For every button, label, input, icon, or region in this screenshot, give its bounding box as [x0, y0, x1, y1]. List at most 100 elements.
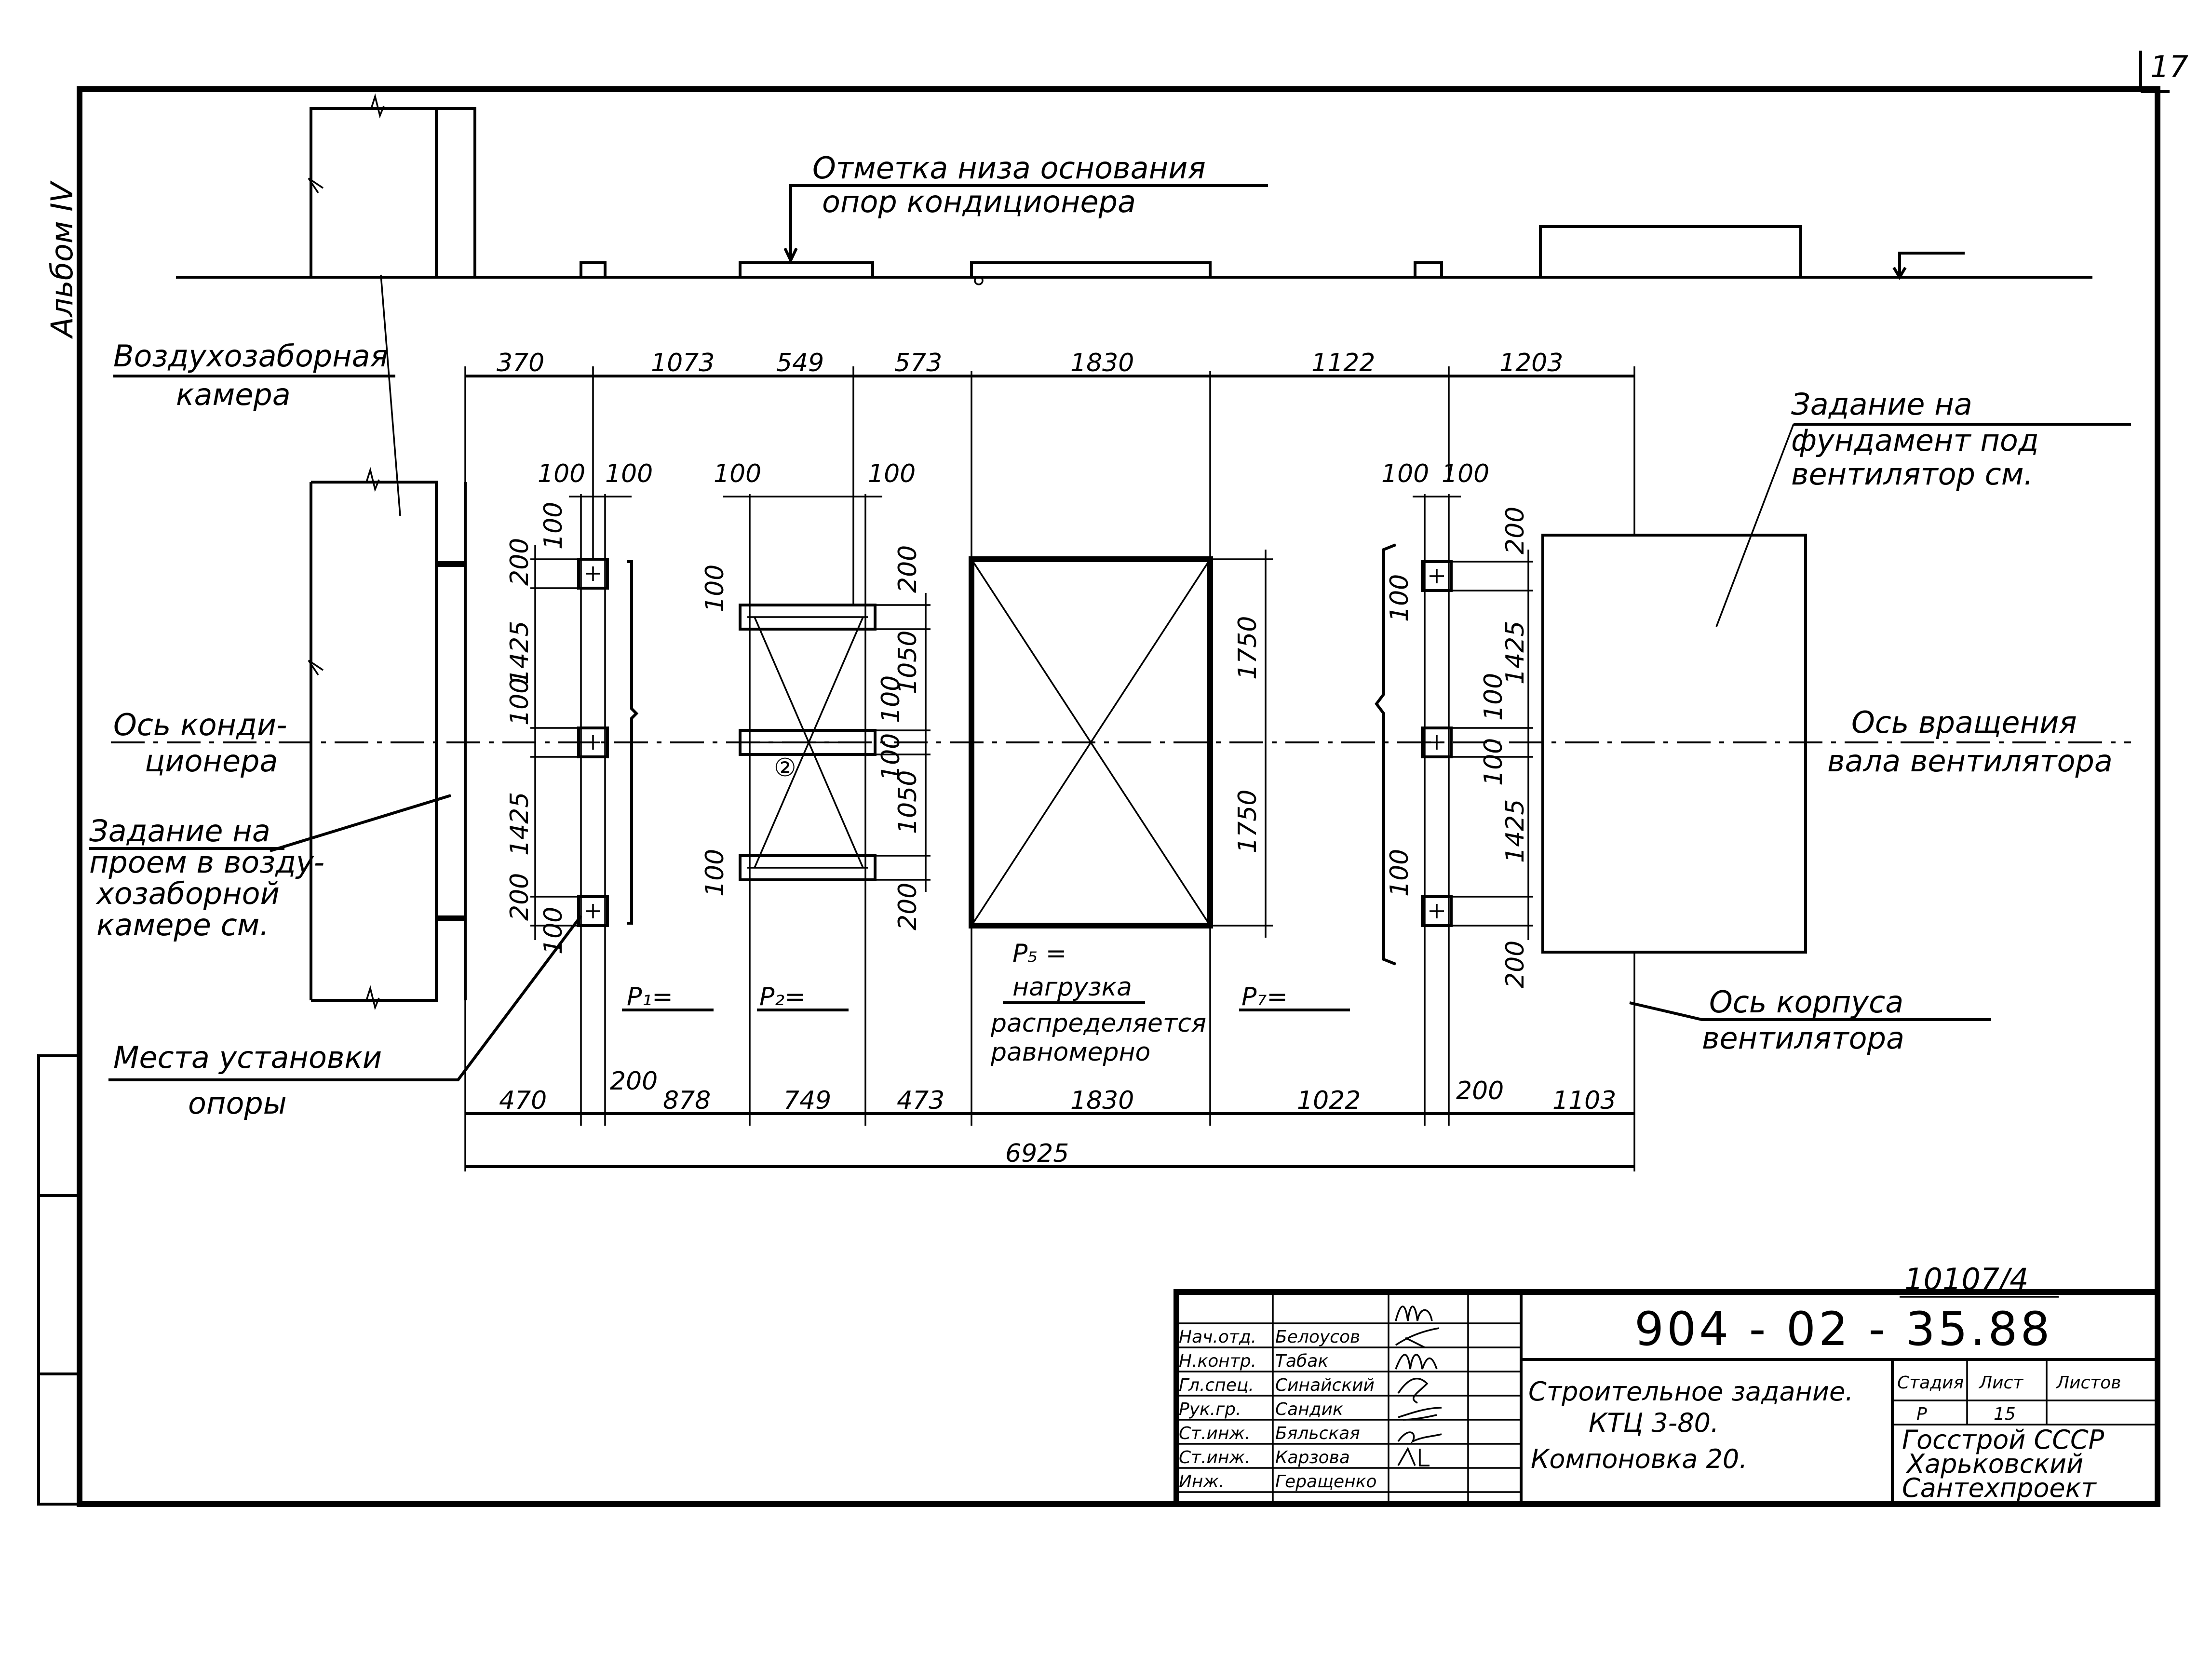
dim-vb-100-mid-bot: 100 — [877, 733, 905, 781]
dim-bot-1830: 1830 — [1070, 1086, 1134, 1115]
dim-v1-200-top: 200 — [505, 538, 534, 586]
org-line2: Харьковский — [1905, 1449, 2083, 1479]
dim-v7-1425-top: 1425 — [1501, 621, 1530, 685]
support-column-1 — [577, 494, 639, 1126]
dim-v1-100-bot: 100 — [539, 907, 568, 955]
opening-task-line3: хозаборной — [95, 876, 280, 911]
dim-v7-100-bot: 100 — [1385, 849, 1414, 897]
level-note-line1: Отметка низа основания — [812, 150, 1206, 186]
fan-foundation-line2: фундамент под — [1791, 423, 2039, 458]
dim-bot-878: 878 — [663, 1086, 711, 1115]
dim-offset-100-f: 100 — [1442, 459, 1489, 488]
load-p1: P₁= — [627, 982, 673, 1011]
role-2: Гл.спец. — [1179, 1375, 1254, 1395]
dim-v7-200-bot: 200 — [1501, 941, 1530, 988]
dim-total: 6925 — [1005, 1139, 1069, 1168]
dim-v7-100-top: 100 — [1385, 574, 1414, 622]
dim-bot-200-a: 200 — [610, 1067, 658, 1096]
elevation-view — [176, 93, 2092, 285]
name-3: Сандик — [1275, 1399, 1343, 1419]
dim-vb-1050-bot: 1050 — [893, 770, 922, 834]
name-2: Синайский — [1275, 1375, 1375, 1395]
dim-v7-1425-bot: 1425 — [1501, 799, 1530, 863]
fan-foundation-outline — [1541, 534, 1807, 954]
vertical-dims-fan-block — [1210, 550, 1273, 938]
dim-offset-100-d: 100 — [868, 459, 916, 488]
support-places-line2: опоры — [188, 1086, 287, 1121]
fan-axis-label-line1: Ось вращения — [1851, 705, 2077, 740]
dim-vb-100-top: 100 — [701, 565, 729, 612]
air-intake-chamber — [308, 274, 467, 1010]
vertical-dims-column-7 — [1451, 550, 1533, 940]
fan-foundation-line3: вентилятор см. — [1791, 457, 2033, 492]
dim-bot-1103: 1103 — [1552, 1086, 1616, 1115]
vertical-dims-beams — [875, 593, 931, 892]
load-p2: P₂= — [759, 982, 806, 1011]
album-label: Альбом IV — [44, 180, 80, 339]
air-intake-label-line1: Воздухозаборная — [113, 338, 388, 374]
fan-body-axis-line1: Ось корпуса — [1709, 984, 1903, 1020]
sheet-border — [37, 51, 2170, 1507]
dim-vb-200-top: 200 — [893, 545, 922, 593]
dim-offset-100-a: 100 — [538, 459, 585, 488]
name-1: Табак — [1275, 1351, 1328, 1371]
axis-conditioner-label-line2: ционера — [145, 743, 278, 779]
stage-value: Р — [1916, 1404, 1927, 1424]
name-0: Белоусов — [1275, 1327, 1360, 1347]
dim-v7-100-mid-bot: 100 — [1479, 738, 1508, 786]
dim-vb-1050-top: 1050 — [893, 631, 922, 694]
dim-bot-470: 470 — [499, 1086, 547, 1115]
fan-body-axis-line2: вентилятора — [1702, 1021, 1904, 1056]
vertical-dims-column-1 — [530, 545, 579, 940]
signatures — [1395, 1305, 1442, 1467]
dim-top-1203: 1203 — [1499, 349, 1563, 377]
title-block-frame — [1173, 1289, 2160, 1507]
level-note-line2: опор кондиционера — [822, 184, 1136, 219]
dim-bot-200-b: 200 — [1456, 1076, 1504, 1105]
dim-top-1830: 1830 — [1070, 349, 1134, 377]
load-p5-line1: P₅ = — [1012, 939, 1066, 968]
dim-vb-100-bot: 100 — [701, 849, 729, 897]
sheet-number: 17 — [2150, 49, 2188, 84]
dim-top-549: 549 — [776, 349, 824, 377]
sheets-header: Листов — [2055, 1373, 2121, 1393]
dim-top-1122: 1122 — [1311, 349, 1375, 377]
bottom-dimension-chain — [464, 952, 1635, 1171]
dim-top-573: 573 — [894, 349, 942, 377]
name-4: Бяльская — [1275, 1424, 1360, 1443]
sheet-header: Лист — [1978, 1373, 2023, 1393]
dim-v1-200-bot: 200 — [505, 873, 534, 921]
document-code: 904 - 02 - 35.88 — [1634, 1302, 2053, 1356]
opening-task-line4: камере см. — [96, 907, 269, 942]
air-intake-label-line2: камера — [176, 377, 291, 412]
dim-bot-749: 749 — [783, 1086, 831, 1115]
dim-top-1073: 1073 — [651, 349, 715, 377]
load-block-p5 — [969, 371, 1213, 1126]
fan-axis-label-line2: вала вентилятора — [1827, 743, 2113, 779]
small-mark: ② — [774, 753, 796, 782]
dim-offset-100-c: 100 — [714, 459, 761, 488]
role-1: Н.контр. — [1179, 1351, 1256, 1371]
org-line3: Сантехпроект — [1902, 1473, 2097, 1503]
opening-task-line1: Задание на — [89, 813, 270, 848]
load-p5-line3: распределяется — [990, 1009, 1206, 1038]
dim-vf-1750-bot: 1750 — [1233, 790, 1262, 853]
support-column-7 — [1375, 494, 1453, 1126]
name-5: Карзова — [1275, 1448, 1350, 1467]
dim-bot-473: 473 — [897, 1086, 944, 1115]
dim-v7-100-mid-top: 100 — [1479, 673, 1508, 721]
role-4: Ст.инж. — [1179, 1424, 1250, 1443]
dim-v1-1425-bot: 1425 — [505, 792, 534, 856]
role-3: Рук.гр. — [1179, 1399, 1241, 1419]
top-dimension-chain — [464, 366, 1635, 605]
dim-v1-100-mid: 100 — [505, 678, 534, 726]
dim-vb-200-bot: 200 — [893, 883, 922, 930]
opening-task-line2: проем в возду- — [89, 845, 324, 880]
role-5: Ст.инж. — [1179, 1448, 1250, 1467]
load-p5-line2: нагрузка — [1012, 973, 1132, 1002]
axis-conditioner-label-line1: Ось конди- — [113, 707, 287, 742]
dim-v1-1425-top: 1425 — [505, 621, 534, 685]
dim-v1-100-top: 100 — [539, 502, 568, 550]
title-line1: Строительное задание. — [1528, 1376, 1853, 1407]
